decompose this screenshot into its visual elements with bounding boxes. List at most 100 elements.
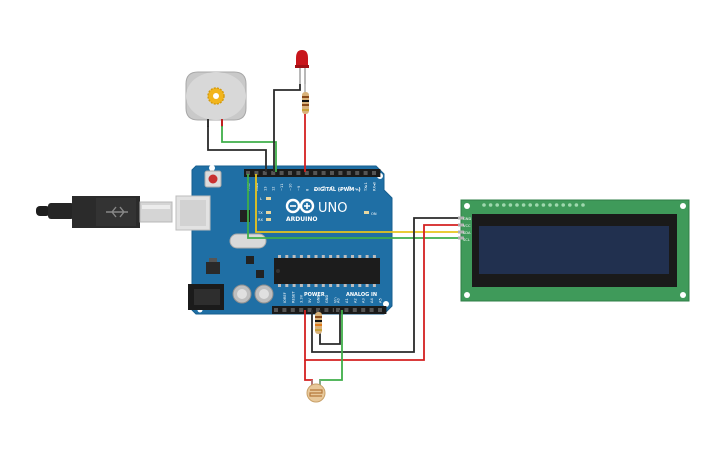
wire-green-ldr[interactable]	[319, 310, 343, 386]
reset-button-cap[interactable]	[208, 174, 218, 184]
analog-pin-label: A2	[353, 298, 357, 303]
led-rx	[266, 218, 271, 221]
header-pin-socket[interactable]	[307, 308, 312, 312]
mcu-pin	[307, 284, 311, 287]
header-pin-socket[interactable]	[355, 171, 360, 175]
digital-pin-label: 8	[305, 188, 309, 191]
lcd-pad	[568, 203, 572, 207]
digital-pin-label: ~11	[280, 183, 284, 191]
header-pin-socket[interactable]	[372, 171, 376, 175]
wire-red-ldr[interactable]	[304, 360, 313, 386]
header-pin-socket[interactable]	[288, 171, 292, 175]
wire-black-gnd[interactable]	[311, 217, 462, 353]
resistor-band	[315, 324, 322, 326]
header-pin-socket[interactable]	[330, 171, 334, 175]
header-pin-socket[interactable]	[324, 308, 329, 312]
wire-black-motor[interactable]	[207, 126, 267, 172]
lcd-pin[interactable]	[458, 230, 464, 234]
lcd-pad	[548, 203, 552, 207]
header-pin-socket[interactable]	[338, 171, 343, 175]
photoresistor[interactable]	[306, 380, 326, 403]
lcd-pin[interactable]	[458, 236, 464, 240]
lcd-pin[interactable]	[458, 216, 464, 220]
wire-red-vcc[interactable]	[304, 224, 462, 361]
analog-header-label: ANALOG IN	[346, 292, 377, 298]
header-pin-socket[interactable]	[352, 308, 357, 312]
lcd-pad	[528, 203, 532, 207]
lcd-16x2-i2c[interactable]: GND VCC SDA SCL	[458, 199, 690, 302]
header-pin-socket[interactable]	[304, 171, 309, 175]
header-pin-socket[interactable]	[336, 308, 340, 312]
resistor-band	[302, 96, 309, 98]
mcu-pin	[278, 255, 281, 258]
wire-green-motor[interactable]	[221, 126, 277, 172]
resistor-band	[315, 320, 322, 322]
header-pin-socket[interactable]	[282, 308, 287, 312]
power-header-label: POWER	[304, 292, 325, 298]
led-resistor[interactable]	[302, 92, 309, 114]
header-pin-socket[interactable]	[246, 171, 250, 175]
usb-b-port-inner	[180, 200, 206, 226]
mcu-pins	[278, 255, 376, 258]
header-pin-socket[interactable]	[321, 171, 326, 175]
analog-pin-label: A1	[345, 298, 349, 303]
led-base	[295, 65, 309, 68]
mcu-pin	[321, 284, 325, 287]
usb-chip	[240, 210, 250, 222]
lcd-pad	[495, 203, 500, 207]
header-pin-socket[interactable]	[296, 171, 301, 175]
led-label-l: L	[260, 197, 262, 201]
header-pin-socket[interactable]	[274, 308, 278, 312]
power-pin-label: 5V	[308, 298, 312, 303]
header-pin-socket[interactable]	[361, 308, 366, 312]
model-text: UNO	[318, 201, 347, 216]
digital-pin-label: ~10	[289, 183, 293, 191]
header-pin-socket[interactable]	[378, 308, 382, 312]
header-pin-socket[interactable]	[299, 308, 304, 312]
voltage-regulator	[206, 262, 220, 274]
mcu-pin	[299, 284, 303, 287]
lcd-pin[interactable]	[458, 223, 464, 227]
header-pin-socket[interactable]	[254, 171, 259, 175]
mcu-pin	[314, 284, 318, 287]
analog-header	[334, 306, 387, 314]
header-pin-socket[interactable]	[316, 308, 320, 312]
wire-yellow-sda[interactable]	[255, 174, 462, 233]
mcu-pin	[343, 255, 347, 258]
lcd-pin-label-vcc: VCC	[463, 224, 471, 228]
mcu-pin	[351, 255, 354, 258]
lcd-pad	[482, 203, 486, 207]
header-pin-socket[interactable]	[344, 308, 349, 312]
on-label: ON	[371, 212, 377, 216]
header-strip	[334, 306, 387, 314]
wire-green-scl[interactable]	[247, 174, 462, 239]
analog-pin-label: A4	[370, 298, 374, 303]
led-label-rx: RX	[258, 218, 263, 222]
header-pin-socket[interactable]	[290, 308, 295, 312]
header-pin-socket[interactable]	[369, 308, 374, 312]
red-led[interactable]	[295, 50, 309, 84]
header-pin-socket[interactable]	[279, 171, 284, 175]
header-pin-socket[interactable]	[262, 171, 267, 175]
wire-black-ldr[interactable]	[319, 310, 341, 345]
header-pin-socket[interactable]	[271, 171, 276, 175]
ldr-resistor[interactable]	[315, 312, 322, 334]
mcu-pin	[314, 255, 318, 258]
header-pin-socket[interactable]	[363, 171, 368, 175]
header-pin-socket[interactable]	[346, 171, 351, 175]
led-tx	[266, 211, 271, 214]
power-pin-label: GND	[317, 295, 321, 303]
wire-black-led[interactable]	[273, 84, 301, 172]
mounting-hole	[680, 203, 686, 209]
lcd-pad	[502, 203, 506, 207]
lcd-pad	[521, 203, 526, 207]
led-l	[266, 197, 271, 200]
usb-cable[interactable]	[36, 196, 173, 228]
header-pin-socket[interactable]	[313, 171, 318, 175]
mcu-pin	[372, 255, 376, 258]
mounting-hole	[209, 165, 215, 171]
dc-motor[interactable]	[185, 71, 247, 127]
